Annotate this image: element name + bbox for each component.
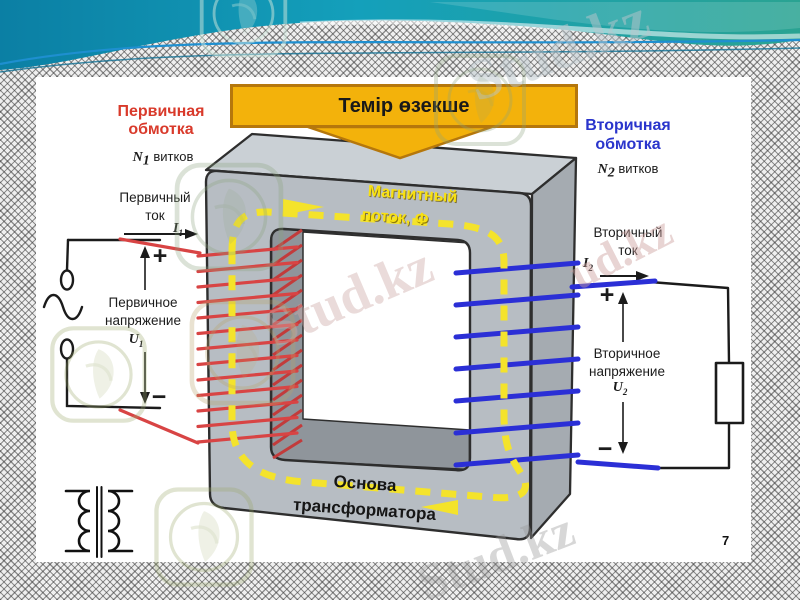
primary-current-symbol: I1 [173, 221, 183, 238]
secondary-plus-sign: + [599, 281, 615, 309]
blue-wave-line [0, 38, 800, 66]
primary-winding-label: Первичная обмотка [117, 103, 205, 138]
primary-minus-sign: − [151, 383, 167, 411]
iron-core-callout: Темір өзекше [230, 84, 578, 128]
secondary-current-symbol: I2 [583, 256, 593, 273]
primary-turns-label: N1 витков [132, 149, 194, 169]
teal-band [0, 0, 800, 70]
primary-voltage-label: Первичное напряжение [105, 295, 181, 328]
secondary-voltage-symbol: U2 [612, 380, 628, 397]
blue-wave-line-2 [0, 47, 800, 73]
secondary-winding-label: Вторичная обмотка [585, 117, 671, 153]
iron-core-label: Темір өзекше [338, 94, 470, 117]
secondary-current-label: Вторичный ток [593, 225, 663, 258]
watermark-logo-icon [196, 0, 291, 61]
secondary-voltage-label: Вторичное напряжение [589, 346, 665, 379]
wave-highlight [430, 2, 800, 33]
white-wave-line [299, 19, 800, 40]
page-number: 7 [722, 533, 730, 548]
primary-voltage-symbol: U1 [128, 332, 144, 349]
secondary-turns-label: N2 витков [597, 161, 659, 181]
primary-current-label: Первичный ток [119, 190, 191, 223]
primary-plus-sign: + [152, 242, 168, 270]
secondary-minus-sign: − [597, 435, 613, 463]
